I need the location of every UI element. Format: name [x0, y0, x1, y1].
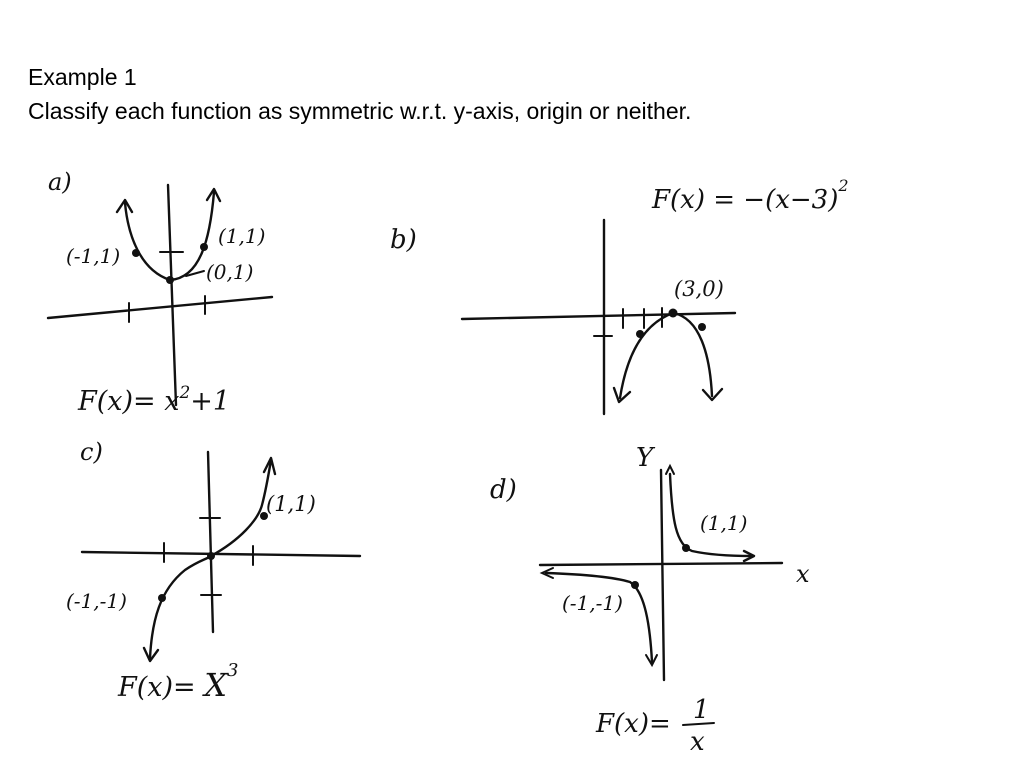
graph-d-hyperbola-right — [668, 472, 754, 558]
graph-d-x-axis — [538, 561, 784, 567]
graph-d-fraction-bar — [682, 722, 715, 726]
graph-b-arrowhead — [612, 386, 632, 404]
graph-d-arrowhead — [645, 654, 658, 668]
graph-a-leader-line — [185, 270, 205, 277]
graph-a-point-label: (1,1) — [218, 224, 265, 248]
graph-a-point-label: (-1,1) — [66, 244, 120, 268]
graph-d-label: d) — [490, 475, 517, 505]
graph-b-arrowhead — [701, 387, 724, 402]
graph-a-point — [132, 249, 140, 257]
graph-a-y-axis — [166, 183, 178, 407]
graph-b-parabola — [618, 311, 714, 400]
graph-d-arrowhead — [742, 549, 756, 563]
graph-d-point — [631, 581, 639, 589]
graph-a: a) (-1,1) (1,1) (0,1) F(x)= x2+1 — [46, 168, 274, 417]
graph-b-label: b) — [390, 225, 417, 255]
graph-b: b) F(x) = −(x−3)2 (3,0) — [390, 176, 849, 416]
graph-c-origin-point — [207, 552, 215, 560]
graph-c-point — [158, 594, 166, 602]
graph-a-formula: F(x)= x2+1 — [77, 383, 230, 417]
graph-d-formula-numerator: 1 — [693, 695, 710, 725]
graph-c-arrowhead — [262, 456, 277, 476]
graph-a-point — [200, 243, 208, 251]
graph-c-formula: F(x)= X3 — [117, 660, 238, 704]
graph-d-formula-lhs: F(x)= — [595, 709, 671, 739]
graph-d-y-axis-label: Y — [636, 443, 656, 473]
graph-a-arrowhead — [115, 198, 134, 214]
graph-c-arrowhead — [142, 646, 160, 663]
graph-c-label: c) — [80, 438, 103, 466]
graph-b-formula: F(x) = −(x−3)2 — [651, 176, 849, 215]
graph-b-vertex-point — [668, 308, 678, 318]
graph-b-point — [636, 330, 644, 338]
graph-c-y-axis — [206, 450, 215, 634]
graph-d-arrowhead — [539, 567, 554, 579]
graph-c-x-axis — [80, 550, 362, 558]
graph-c: c) (1,1) (-1,-1) F(x)= X3 — [66, 438, 362, 704]
graph-c-point — [260, 512, 268, 520]
graph-d-formula-denominator: x — [690, 727, 705, 757]
graph-d-arrowhead — [665, 463, 675, 475]
graph-a-x-axis — [46, 295, 274, 320]
example-instruction: Classify each function as symmetric w.r.… — [28, 98, 692, 124]
graph-d-x-axis-label: x — [796, 560, 810, 588]
graph-c-point-label: (1,1) — [266, 492, 316, 516]
graph-b-point-label: (3,0) — [674, 277, 724, 301]
graph-a-point-label: (0,1) — [206, 260, 253, 284]
graph-a-arrowhead — [205, 187, 222, 203]
graph-d-y-axis — [659, 468, 666, 682]
graph-d-point-label: (-1,-1) — [562, 591, 623, 615]
graph-d: d) Y x (1,1) (-1,-1) F(x)= 1 x — [490, 443, 810, 757]
graph-a-label: a) — [48, 168, 72, 196]
graph-a-point — [166, 276, 174, 284]
graph-d-point-label: (1,1) — [700, 511, 747, 535]
graph-b-point — [698, 323, 706, 331]
graph-c-point-label: (-1,-1) — [66, 589, 127, 613]
example-number: Example 1 — [28, 64, 137, 90]
graph-b-x-axis — [460, 311, 737, 321]
example-heading: Example 1 Classify each function as symm… — [28, 60, 691, 128]
graph-d-hyperbola-left — [544, 571, 654, 664]
graph-d-point — [682, 544, 690, 552]
